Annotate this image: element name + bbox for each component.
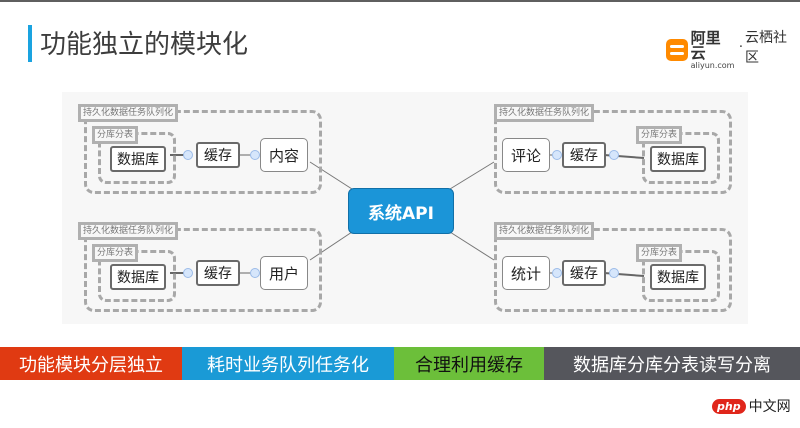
collapse-dot[interactable] (609, 150, 619, 160)
aliyun-logo-icon (666, 39, 688, 61)
shard-tag: 分库分表 (636, 126, 683, 144)
collapse-dot[interactable] (250, 268, 260, 278)
module-comment-group (494, 110, 732, 194)
cache-node[interactable]: 缓存 (196, 142, 240, 168)
system-api-node[interactable]: 系统API (348, 188, 454, 234)
feature-task-queue: 耗时业务队列任务化 (182, 347, 394, 380)
cache-node[interactable]: 缓存 (562, 142, 606, 168)
aliyun-brand: 阿里云 aliyun.com · 云栖社区 (666, 27, 800, 73)
watermark-text: 中文网 (748, 399, 791, 415)
comment-node[interactable]: 评论 (502, 138, 550, 172)
feature-db-sharding: 数据库分库分表读写分离 (544, 347, 800, 380)
queue-tag: 持久化数据任务队列化 (494, 222, 595, 240)
collapse-dot[interactable] (552, 268, 562, 278)
php-logo-icon: php (712, 398, 746, 414)
connector-comment (449, 161, 495, 190)
database-node[interactable]: 数据库 (650, 146, 706, 172)
architecture-diagram: 持久化数据任务队列化 分库分表 数据库 缓存 内容 持久化数据任务队列化 分库分… (62, 92, 748, 324)
cache-node[interactable]: 缓存 (196, 260, 240, 286)
shard-tag: 分库分表 (92, 126, 139, 144)
database-node[interactable]: 数据库 (650, 264, 706, 290)
queue-tag: 持久化数据任务队列化 (78, 222, 179, 240)
database-node[interactable]: 数据库 (110, 146, 166, 172)
feature-layered-modules: 功能模块分层独立 (0, 347, 182, 380)
title-accent-bar (28, 25, 32, 62)
slide-title: 功能独立的模块化 (40, 30, 249, 60)
feature-bar: 功能模块分层独立 耗时业务队列任务化 合理利用缓存 数据库分库分表读写分离 (0, 347, 800, 380)
collapse-dot[interactable] (552, 150, 562, 160)
queue-tag: 持久化数据任务队列化 (78, 104, 179, 122)
connector-user (309, 231, 353, 261)
brand-name: 阿里云 (690, 28, 721, 62)
brand-domain: aliyun.com (690, 60, 735, 70)
brand-separator: · (738, 39, 743, 55)
collapse-dot[interactable] (183, 268, 193, 278)
module-content-group (84, 110, 322, 194)
connector-content (309, 161, 353, 190)
stats-node[interactable]: 统计 (502, 256, 550, 290)
feature-cache: 合理利用缓存 (394, 347, 544, 380)
module-user-group (84, 228, 322, 312)
module-stats-group (494, 228, 732, 312)
php-cn-watermark: php 中文网 (712, 396, 791, 416)
cache-node[interactable]: 缓存 (562, 260, 606, 286)
user-node[interactable]: 用户 (260, 256, 308, 290)
content-node[interactable]: 内容 (260, 138, 308, 172)
collapse-dot[interactable] (609, 268, 619, 278)
shard-tag: 分库分表 (92, 244, 139, 262)
collapse-dot[interactable] (250, 150, 260, 160)
database-node[interactable]: 数据库 (110, 264, 166, 290)
collapse-dot[interactable] (183, 150, 193, 160)
queue-tag: 持久化数据任务队列化 (494, 104, 595, 122)
top-border (0, 0, 800, 2)
brand-community: 云栖社区 (744, 30, 787, 66)
shard-tag: 分库分表 (636, 244, 683, 262)
connector-stats (449, 231, 495, 261)
